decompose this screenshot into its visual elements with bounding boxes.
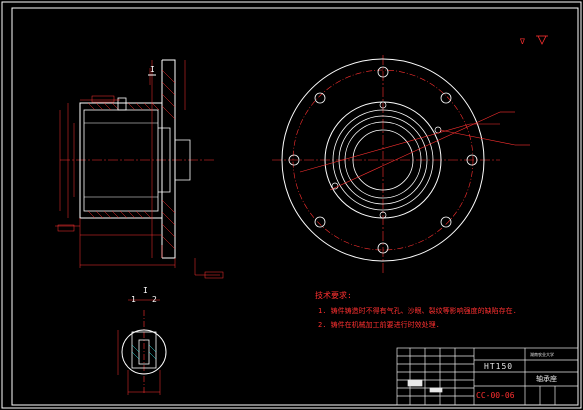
detail-section — [117, 299, 167, 395]
roughness-symbol: ∇ — [520, 37, 525, 46]
tech-requirements-heading: 技术要求: — [315, 291, 352, 300]
material-label: HT150 — [484, 362, 514, 371]
detail-section-label: I — [143, 286, 148, 295]
detail-section-num-right: 2 — [152, 295, 157, 304]
section-label: I — [150, 65, 155, 74]
tech-requirement-2: 2. 铸件在机械加工前要进行时效处理. — [318, 321, 440, 329]
section-view — [55, 59, 224, 279]
end-view — [272, 55, 530, 275]
tech-requirement-1: 1. 铸件铸造时不得有气孔、沙眼、裂纹等影响强度的缺陷存在. — [318, 307, 517, 315]
part-name-label: 轴承座 — [536, 375, 557, 383]
title-block — [396, 347, 579, 406]
inner-frame — [11, 7, 579, 406]
school-label: 湖南农业大学 — [530, 352, 554, 357]
roughness-mark — [536, 35, 548, 45]
detail-section-num-left: 1 — [131, 295, 136, 304]
drawing-number: CC-00-06 — [476, 391, 515, 400]
